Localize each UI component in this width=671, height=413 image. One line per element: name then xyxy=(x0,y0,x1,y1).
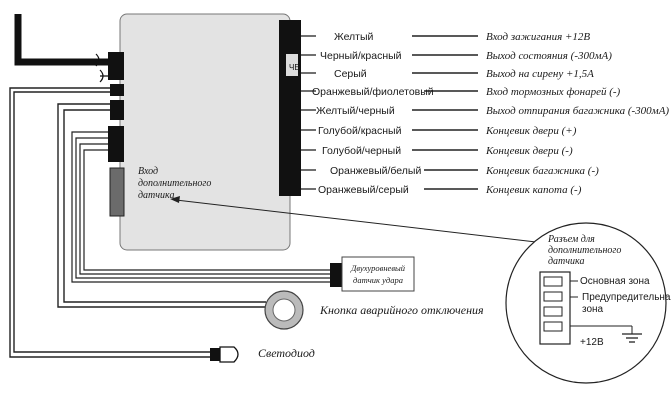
wire-color-label: Серый xyxy=(334,68,367,80)
alarm-unit-body xyxy=(119,13,291,251)
led-connector xyxy=(110,84,124,96)
led-base xyxy=(210,348,220,361)
wire-color-label: Оранжевый/белый xyxy=(330,165,421,177)
wire-color-label: Желтый/черный xyxy=(316,105,395,117)
wire-function-label: Концевик капота (-) xyxy=(485,184,582,196)
main-zone-label: Основная зона xyxy=(580,276,650,287)
wire-color-label: Оранжевый/серый xyxy=(318,184,409,196)
shock-sensor-label: Двухуровневый xyxy=(350,263,406,273)
right-connector-block xyxy=(279,20,301,196)
emergency-button-label: Кнопка аварийного отключения xyxy=(319,303,484,317)
wire-color-label: Черный/красный xyxy=(320,50,402,62)
shock-sensor-label: датчик удара xyxy=(353,275,403,285)
aux-sensor-connector xyxy=(109,167,125,217)
shock-sensor-connector xyxy=(108,126,124,162)
svg-text:ЧЕ: ЧЕ xyxy=(289,63,300,72)
connector-title: Разъем для xyxy=(547,234,595,245)
wire-function-label: Концевик двери (-) xyxy=(485,145,573,157)
wire-function-label: Выход состояния (-300мА) xyxy=(486,50,612,62)
wire-function-label: Вход зажигания +12В xyxy=(486,31,590,43)
arrow-icon xyxy=(170,196,180,203)
wire-color-label: Голубой/красный xyxy=(318,125,402,137)
power-label: +12В xyxy=(580,337,604,348)
wire-function-label: Выход на сирену +1,5А xyxy=(486,68,594,80)
led-icon xyxy=(219,346,239,363)
shock-sensor-box xyxy=(341,256,415,292)
aux-input-label: дополнительного xyxy=(138,178,211,189)
wire-function-label: Выход отпирания багажника (-300мА) xyxy=(486,105,669,117)
wire-color-label: Оранжевый/фиолетовый xyxy=(312,86,434,98)
led-label: Светодиод xyxy=(258,346,315,360)
wire-color-label: Желтый xyxy=(334,31,374,43)
button-connector xyxy=(110,100,124,120)
wire-function-label: Вход тормозных фонарей (-) xyxy=(486,86,621,98)
wire-function-label: Концевик двери (+) xyxy=(485,125,577,137)
aux-input-label: датчика xyxy=(138,190,174,201)
wire-color-label: Голубой/черный xyxy=(322,145,401,157)
harness-connector xyxy=(108,52,124,80)
connector-title: дополнительного xyxy=(548,245,621,256)
wire-function-label: Концевик багажника (-) xyxy=(485,165,599,177)
connector-title: датчика xyxy=(548,256,584,267)
aux-input-label: Вход xyxy=(138,166,158,177)
main-harness-wire xyxy=(14,14,108,66)
warning-zone-label: Предупредительная xyxy=(582,292,671,303)
warning-zone-label: зона xyxy=(582,304,604,315)
